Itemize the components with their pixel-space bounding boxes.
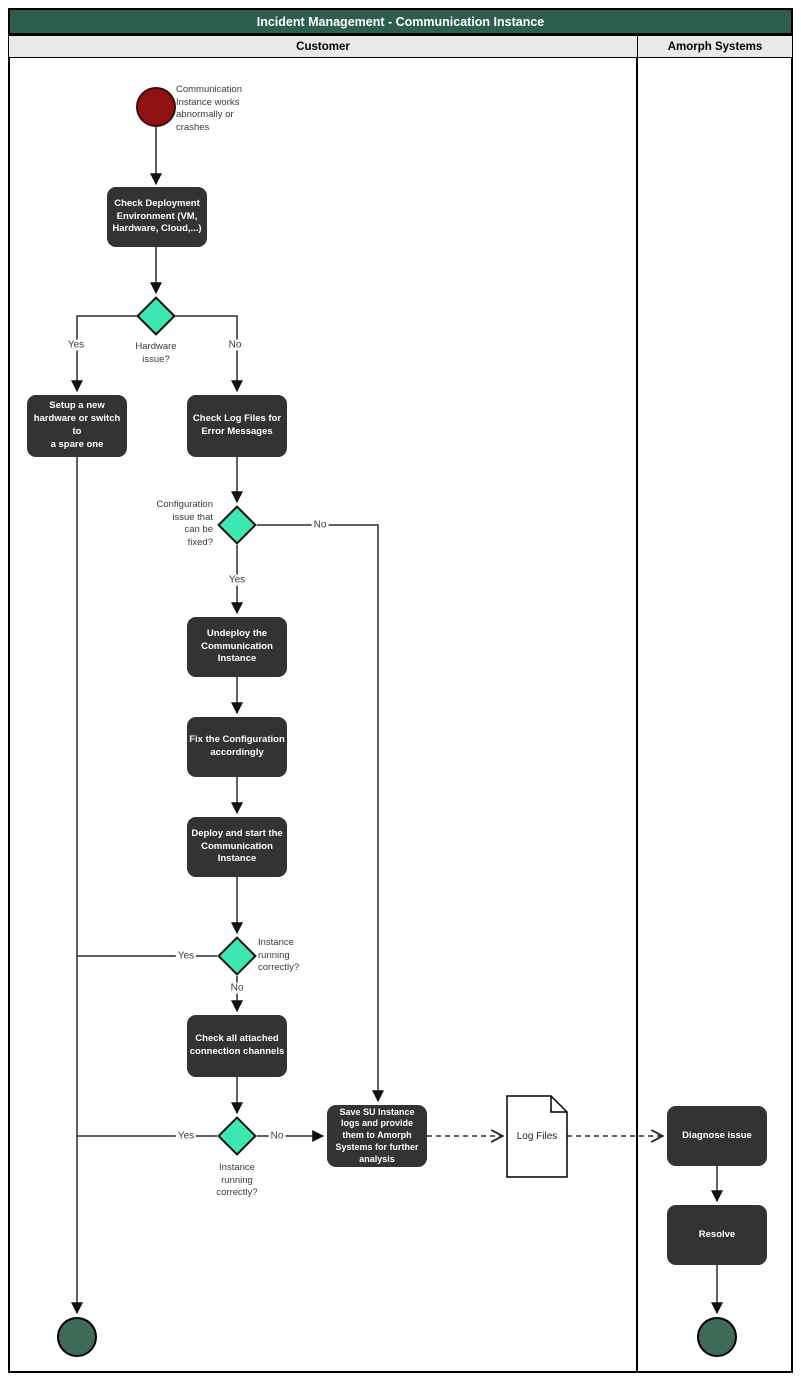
activity-diagnose-issue: Diagnose issue bbox=[667, 1106, 767, 1166]
activity-check-deployment: Check Deployment Environment (VM, Hardwa… bbox=[107, 187, 207, 247]
decision-instance-running-2-label: Instance running correctly? bbox=[216, 1162, 258, 1199]
edge-label-d1-no: No bbox=[226, 339, 244, 351]
document-log-files: Log Files bbox=[516, 1131, 558, 1142]
decision-hardware-issue-label: Hardware issue? bbox=[135, 341, 177, 365]
edge-label-d4-no: No bbox=[268, 1130, 286, 1142]
lane-header-customer: Customer bbox=[9, 36, 638, 57]
end-node-amorph bbox=[697, 1317, 737, 1357]
edge-label-d1-yes: Yes bbox=[65, 339, 87, 351]
edge-label-d2-yes: Yes bbox=[226, 574, 248, 586]
edge-label-d2-no: No bbox=[311, 519, 329, 531]
activity-check-log-files: Check Log Files for Error Messages bbox=[187, 395, 287, 457]
decision-config-issue-label: Configuration issue that can be fixed? bbox=[156, 499, 213, 548]
document-shape bbox=[506, 1095, 568, 1178]
activity-deploy-start: Deploy and start the Communication Insta… bbox=[187, 817, 287, 877]
start-node-note: Communication Instance works abnormally … bbox=[176, 84, 242, 133]
activity-resolve: Resolve bbox=[667, 1205, 767, 1265]
activity-setup-hardware: Setup a new hardware or switch to a spar… bbox=[27, 395, 127, 457]
lane-header-row: Customer Amorph Systems bbox=[8, 35, 793, 58]
diagram-title: Incident Management - Communication Inst… bbox=[8, 8, 793, 35]
edge-label-d4-yes: Yes bbox=[175, 1130, 197, 1142]
activity-save-logs: Save SU Instance logs and provide them t… bbox=[327, 1105, 427, 1167]
decision-instance-running-1-label: Instance running correctly? bbox=[258, 937, 300, 974]
activity-undeploy: Undeploy the Communication Instance bbox=[187, 617, 287, 677]
activity-fix-configuration: Fix the Configuration accordingly bbox=[187, 717, 287, 777]
edge-label-d3-yes: Yes bbox=[175, 950, 197, 962]
lane-header-amorph: Amorph Systems bbox=[667, 40, 763, 53]
end-node-customer bbox=[57, 1317, 97, 1357]
activity-check-channels: Check all attached connection channels bbox=[187, 1015, 287, 1077]
lane-divider bbox=[636, 58, 638, 1372]
edge-label-d3-no: No bbox=[228, 982, 246, 994]
start-node bbox=[136, 87, 176, 127]
